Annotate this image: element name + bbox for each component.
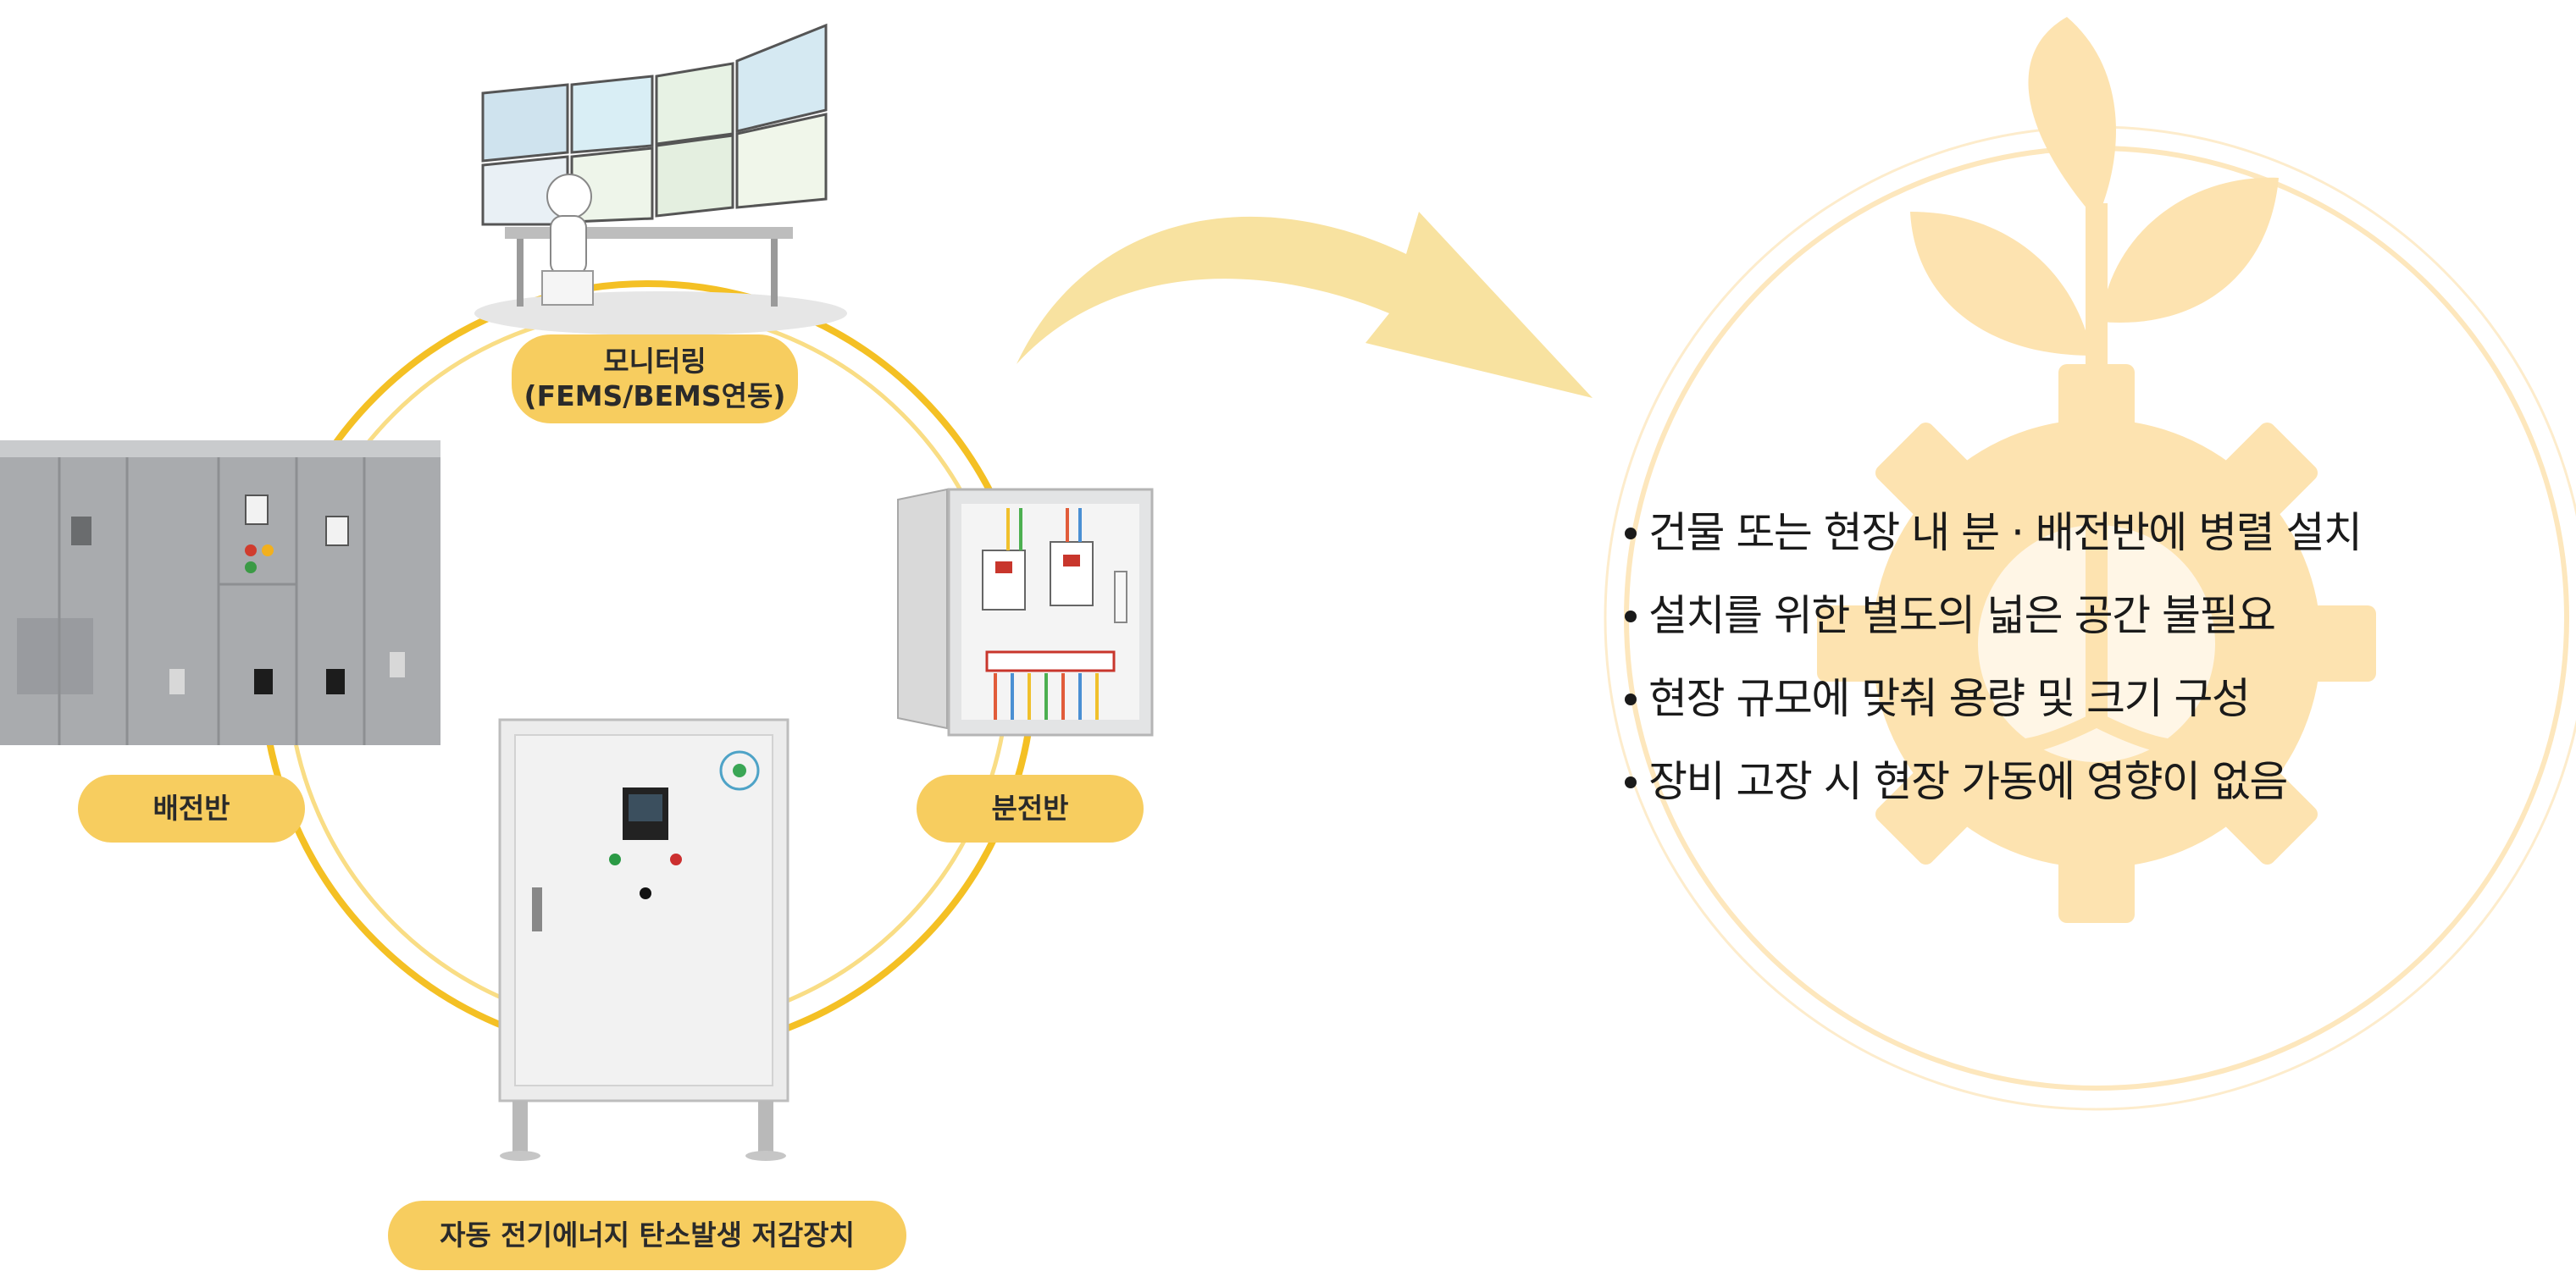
feature-item: 현장 규모에 맞춰 용량 및 크기 구성 (1625, 657, 2506, 740)
main-panel-label: 배전반 (78, 775, 305, 843)
feature-text: 설치를 위한 별도의 넓은 공간 불필요 (1648, 591, 2276, 640)
monitoring-label-line1: 모니터링 (603, 345, 706, 379)
device-cabinet-image (498, 718, 789, 1161)
device-label-text: 자동 전기에너지 탄소발생 저감장치 (440, 1218, 855, 1252)
bullet-icon (1625, 693, 1637, 705)
bullet-icon (1625, 527, 1637, 539)
curved-arrow-icon (1017, 212, 1593, 398)
main-panel-image (0, 440, 440, 745)
sub-panel-label: 분전반 (917, 775, 1144, 843)
sub-panel-image (897, 488, 1154, 737)
bullet-icon (1625, 776, 1637, 788)
monitoring-station-image (474, 23, 847, 335)
feature-text: 현장 규모에 맞춰 용량 및 크기 구성 (1648, 674, 2251, 723)
main-panel-label-text: 배전반 (152, 791, 230, 825)
sprout-gear-icon (1604, 17, 2576, 1111)
feature-text: 건물 또는 현장 내 분 · 배전반에 병렬 설치 (1648, 508, 2363, 557)
feature-list: 건물 또는 현장 내 분 · 배전반에 병렬 설치 설치를 위한 별도의 넓은 … (1625, 491, 2506, 823)
feature-item: 장비 고장 시 현장 가동에 영향이 없음 (1625, 740, 2506, 823)
feature-item: 건물 또는 현장 내 분 · 배전반에 병렬 설치 (1625, 491, 2506, 574)
feature-text: 장비 고장 시 현장 가동에 영향이 없음 (1648, 757, 2288, 806)
monitoring-label: 모니터링 (FEMS/BEMS연동) (512, 334, 798, 423)
sub-panel-label-text: 분전반 (991, 791, 1069, 825)
monitoring-label-line2: (FEMS/BEMS연동) (524, 379, 786, 412)
device-label: 자동 전기에너지 탄소발생 저감장치 (388, 1201, 906, 1270)
bullet-icon (1625, 610, 1637, 622)
feature-item: 설치를 위한 별도의 넓은 공간 불필요 (1625, 574, 2506, 657)
